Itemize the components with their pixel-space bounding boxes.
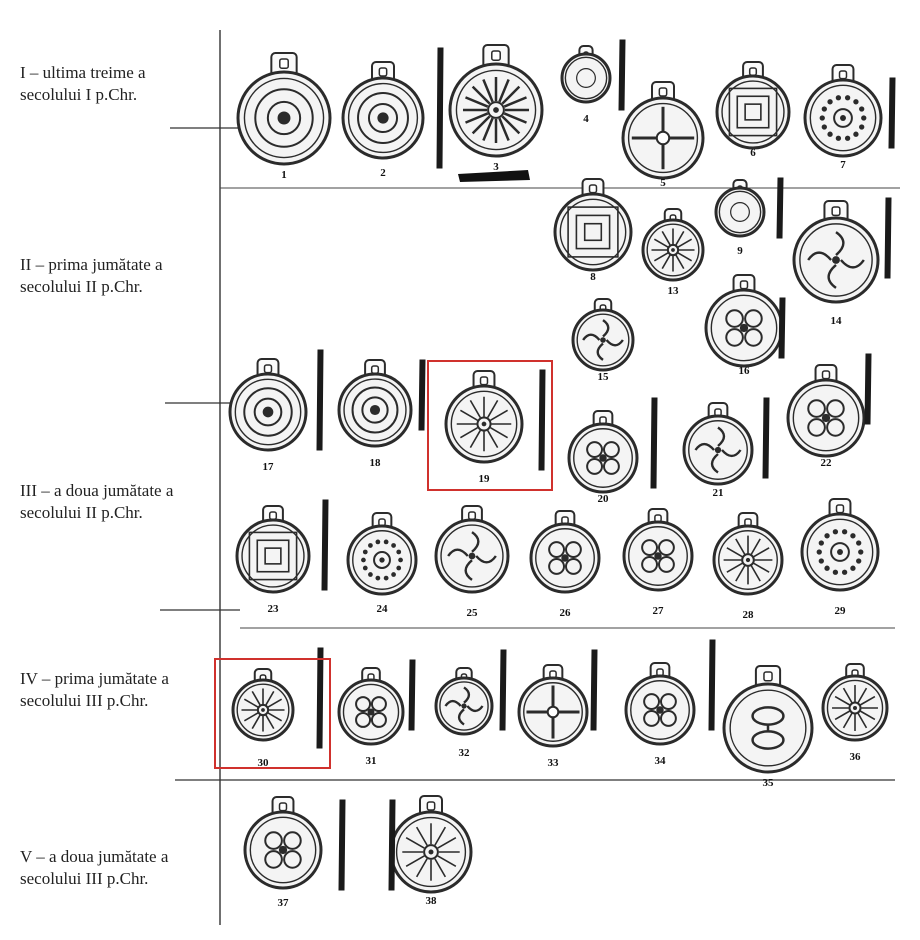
pendant-14: 14 [794,198,891,327]
pendant-3: 3 [450,45,542,173]
pendant-number: 6 [750,147,756,159]
profile-section [339,800,345,890]
pendant-number: 4 [583,113,589,125]
pendant-25: 25 [436,506,508,619]
pendant-number: 22 [821,457,833,469]
pendant-15: 15 [573,299,633,383]
pendant-number: 33 [548,757,560,769]
pendant-24: 24 [348,513,416,615]
pendant-number: 3 [493,161,499,173]
pendant-9: 9 [716,178,783,257]
profile-section [889,78,895,148]
pendant-28: 28 [714,513,782,621]
pendant-number: 7 [840,159,846,171]
profile-section [591,650,597,730]
pendant-17: 17 [230,350,323,473]
pendant-2: 2 [343,48,443,179]
pendant-1: 1 [238,53,330,181]
profile-section [651,398,657,488]
pendant-38: 38 [389,796,471,907]
pendant-number: 2 [380,167,386,179]
pendant-number: 37 [278,897,290,909]
pendant-number: 24 [377,603,389,615]
pendant-35: 35 [724,666,812,789]
pendant-5: 5 [623,82,703,189]
profile-section [409,660,415,730]
profile-section [317,648,323,748]
pendant-6: 6 [717,62,789,159]
profile-section [437,48,443,168]
pendant-37: 37 [245,797,345,909]
pendant-number: 16 [739,365,751,377]
pendant-number: 9 [737,245,743,257]
pendant-16: 16 [706,275,785,377]
pendant-number: 17 [263,461,275,473]
profile-section [619,40,625,110]
pendant-number: 34 [655,755,667,767]
pendant-number: 29 [835,605,847,617]
pendant-26: 26 [531,511,599,619]
pendant-4: 4 [562,40,625,125]
pendant-number: 38 [426,895,438,907]
pendant-19: 19 [428,361,552,490]
pendant-number: 23 [268,603,280,615]
profile-section [777,178,783,238]
profile-section [500,650,506,730]
pendant-number: 5 [660,177,666,189]
pendant-23: 23 [237,500,328,615]
profile-section [539,370,545,470]
pendant-number: 19 [479,473,491,485]
pendant-number: 13 [668,285,680,297]
pendant-number: 35 [763,777,775,789]
pendant-number: 31 [366,755,377,767]
pendant-number: 28 [743,609,755,621]
pendant-number: 1 [281,169,287,181]
pendant-number: 32 [459,747,471,759]
profile-section [779,298,785,358]
profile-section [317,350,323,450]
profile-section [419,360,425,430]
pendant-36: 36 [823,664,887,763]
pendant-20: 20 [569,398,657,505]
pendant-31: 31 [339,660,415,767]
profile-section [389,800,395,890]
pendant-number: 20 [598,493,610,505]
pendant-number: 25 [467,607,479,619]
pendant-22: 22 [788,354,871,469]
pendant-29: 29 [802,499,878,617]
pendant-number: 15 [598,371,610,383]
pendant-30: 30 [215,648,330,769]
pendant-32: 32 [436,650,506,759]
pendant-8: 8 [555,179,631,283]
pendant-number: 18 [370,457,382,469]
profile-section [322,500,328,590]
pendant-34: 34 [626,640,715,767]
profile-section [763,398,769,478]
profile-section [885,198,891,278]
pendant-27: 27 [624,509,692,617]
profile-section [865,354,871,424]
pendant-number: 8 [590,271,596,283]
pendant-21: 21 [684,398,769,499]
pendant-number: 36 [850,751,862,763]
pendant-number: 14 [831,315,843,327]
pendant-number: 27 [653,605,665,617]
pendant-18: 18 [339,360,425,469]
pendant-7: 7 [805,65,895,171]
pendant-13: 13 [643,209,703,297]
profile-section [709,640,715,730]
pendant-number: 26 [560,607,572,619]
pendant-number: 21 [713,487,724,499]
pendant-33: 33 [519,650,597,769]
